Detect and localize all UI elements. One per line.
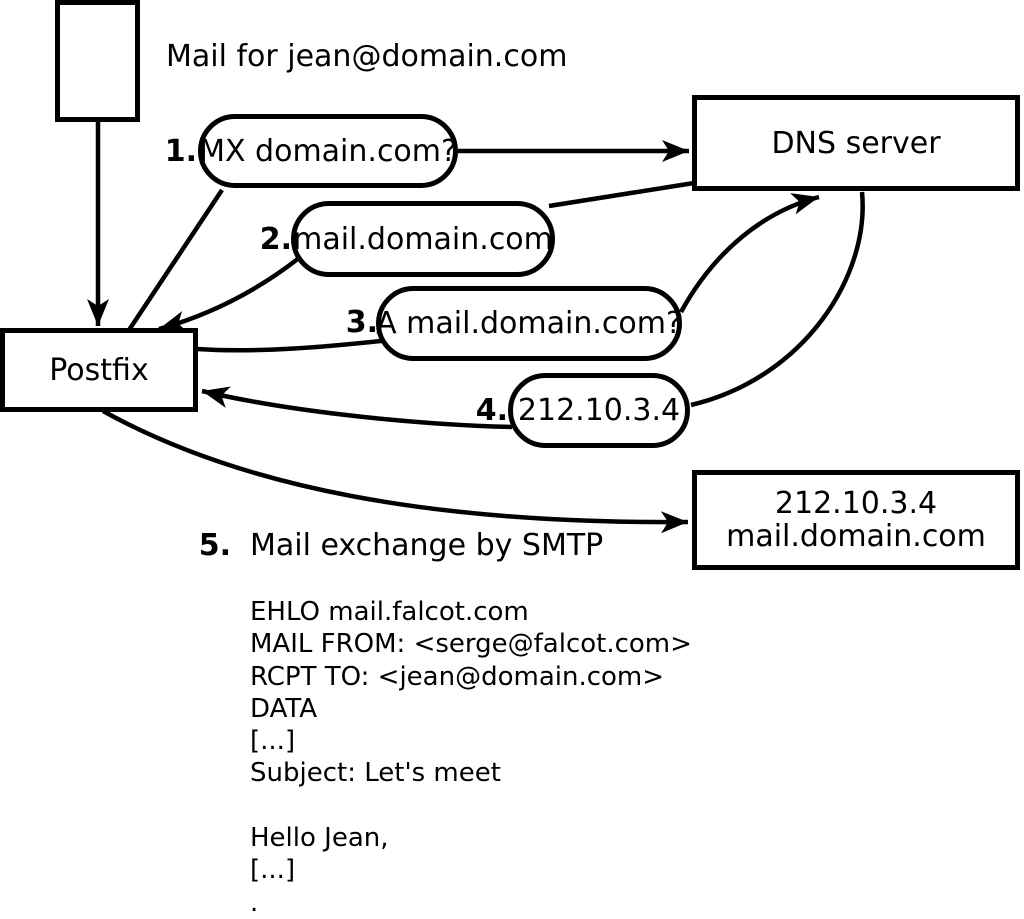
pill-mx-answer: mail.domain.com bbox=[291, 201, 555, 277]
pill-a-answer: 212.10.3.4 bbox=[508, 373, 690, 448]
dns-server-label: DNS server bbox=[771, 125, 941, 161]
smtp-line: . bbox=[250, 887, 259, 918]
step-1-number: 1. bbox=[164, 134, 197, 169]
smtp-line: [...] bbox=[250, 855, 296, 886]
destination-node: 212.10.3.4 mail.domain.com bbox=[692, 470, 1020, 570]
destination-ip: 212.10.3.4 bbox=[774, 486, 938, 521]
smtp-line: MAIL FROM: <serge@falcot.com> bbox=[250, 629, 692, 660]
smtp-line: Subject: Let's meet bbox=[250, 758, 501, 789]
step-2-number: 2. bbox=[259, 222, 292, 257]
smtp-line: DATA bbox=[250, 693, 317, 724]
smtp-line: Hello Jean, bbox=[250, 823, 389, 854]
step-4-number: 4. bbox=[475, 393, 508, 428]
postfix-label: Postfix bbox=[49, 352, 149, 388]
line-dns-to-answer4 bbox=[690, 191, 865, 408]
pill-a-query-label: A mail.domain.com? bbox=[376, 306, 682, 341]
line-postfix-to-query1 bbox=[127, 188, 224, 332]
smtp-session-text: EHLO mail.falcot.com MAIL FROM: <serge@f… bbox=[250, 596, 692, 919]
pill-a-answer-label: 212.10.3.4 bbox=[517, 393, 681, 428]
destination-hostname: mail.domain.com bbox=[726, 519, 986, 554]
step-5-number: 5. bbox=[198, 528, 231, 563]
envelope-node bbox=[55, 0, 140, 122]
mail-for-label: Mail for jean@domain.com bbox=[166, 39, 568, 74]
smtp-line: [...] bbox=[250, 726, 296, 757]
line-dns-to-answer2 bbox=[548, 180, 695, 209]
smtp-line bbox=[250, 790, 692, 822]
pill-mx-query-label: MX domain.com? bbox=[199, 133, 457, 169]
step-5-label: Mail exchange by SMTP bbox=[250, 528, 604, 563]
smtp-line: RCPT TO: <jean@domain.com> bbox=[250, 661, 665, 692]
postfix-node: Postfix bbox=[0, 328, 198, 412]
line-postfix-to-query3 bbox=[196, 337, 391, 353]
arrow-postfix-to-destination bbox=[101, 409, 689, 534]
pill-mx-query: MX domain.com? bbox=[198, 114, 458, 188]
step-3-number: 3. bbox=[345, 305, 378, 340]
arrow-answer4-to-postfix bbox=[201, 386, 513, 430]
smtp-line: EHLO mail.falcot.com bbox=[250, 597, 529, 627]
arrow-answer2-to-postfix bbox=[158, 256, 301, 333]
pill-a-query: A mail.domain.com? bbox=[376, 286, 682, 361]
arrow-query3-to-dns bbox=[679, 193, 820, 314]
pill-mx-answer-label: mail.domain.com bbox=[293, 221, 553, 257]
dns-server-node: DNS server bbox=[692, 95, 1020, 191]
